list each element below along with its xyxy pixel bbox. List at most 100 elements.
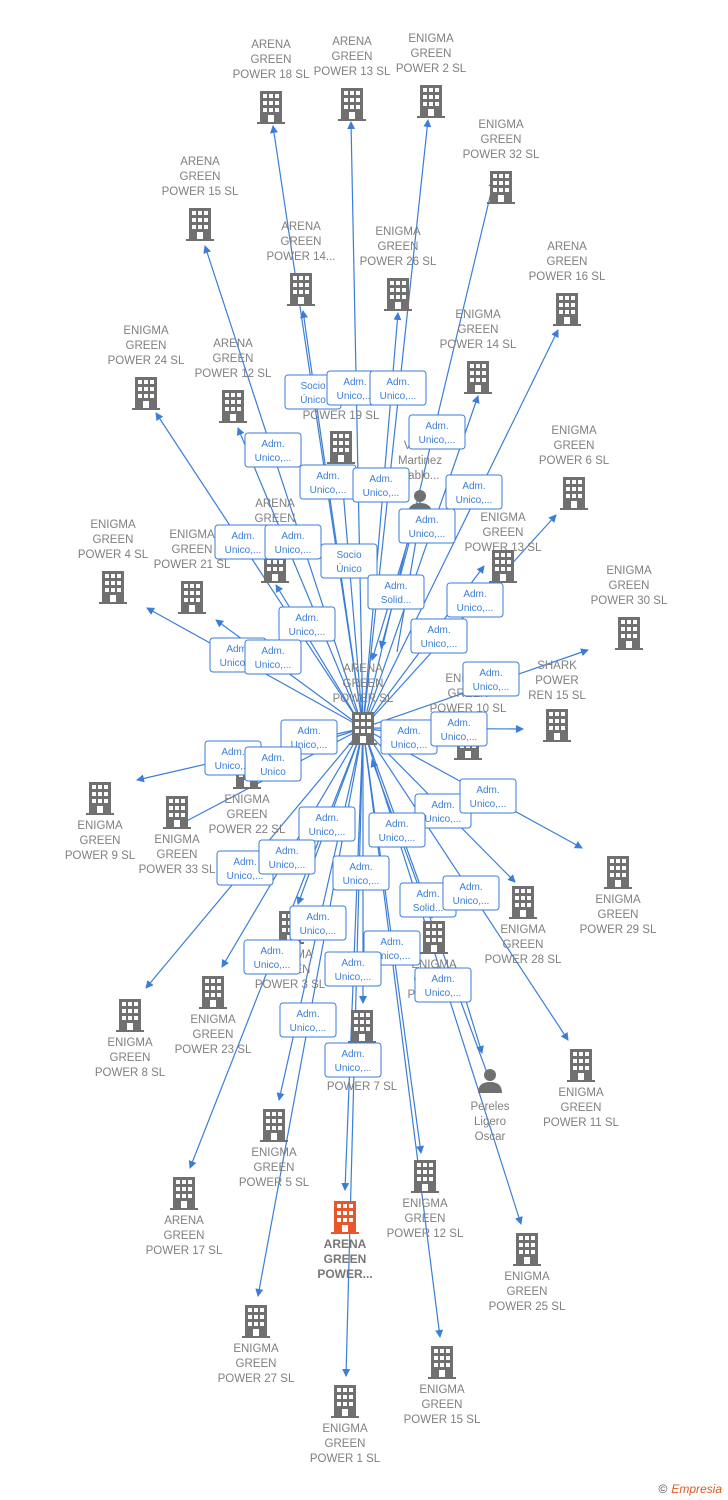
node-label-line: ENIGMA: [190, 1014, 236, 1026]
edge-role-label[interactable]: Adm.Unico,...: [430, 711, 488, 747]
building-icon: [199, 976, 227, 1009]
edge-role-label[interactable]: Adm.Unico,...: [214, 524, 272, 560]
edge-role-text: Unico,...: [421, 639, 458, 650]
node-label-line: POWER 12 SL: [195, 368, 272, 380]
building-icon: [464, 361, 492, 394]
edge-role-label[interactable]: Adm.Unico: [244, 746, 302, 782]
edge-role-label[interactable]: Adm.Unico,...: [445, 474, 503, 510]
edge-role-label[interactable]: Adm.Unico,...: [279, 1002, 337, 1038]
edge-role-label[interactable]: Adm.Unico,...: [299, 464, 357, 500]
edge-role-label[interactable]: Adm.Unico,...: [380, 719, 438, 755]
edge-role-label[interactable]: Adm.Unico,...: [258, 839, 316, 875]
node-label-line: REN 15 SL: [528, 690, 586, 702]
edge-role-label[interactable]: Adm.Unico,...: [369, 370, 427, 406]
node-label-line: POWER 14...: [266, 251, 335, 263]
edge-role-label[interactable]: Adm.Unico,...: [462, 661, 520, 697]
edge-role-label[interactable]: Adm.Unico,...: [408, 414, 466, 450]
edge-line: [337, 465, 364, 729]
node-label-line: ENIGMA: [480, 512, 526, 524]
edge-role-label[interactable]: Adm.Unico,...: [298, 806, 356, 842]
edge-role-label[interactable]: Adm.Unico,...: [414, 967, 472, 1003]
edge-role-label[interactable]: Adm.Unico,...: [352, 467, 410, 503]
node-label-line: ENIGMA: [107, 1037, 153, 1049]
edge-role-label[interactable]: Adm.Solid...: [367, 574, 425, 610]
edge-role-label[interactable]: Adm.Unico,...: [264, 524, 322, 560]
edge-role-text: Adm.: [261, 439, 284, 450]
edge-role-label[interactable]: Adm.Unico,...: [368, 812, 426, 848]
edge-role-text: Único: [336, 562, 362, 575]
company-node[interactable]: POWER 19 SL: [303, 410, 380, 464]
edge-role-label[interactable]: Adm. Unico,...: [244, 432, 302, 468]
edge-role-text: Unico,...: [255, 453, 292, 464]
node-label-line: POWER 22 SL: [209, 824, 286, 836]
edge-role-label[interactable]: Adm.Unico,...: [243, 939, 301, 975]
building-icon: [509, 886, 537, 919]
edge-role-label[interactable]: Adm.Unico,...: [410, 618, 468, 654]
node-label-line: POWER 1 SL: [310, 1453, 381, 1465]
edge-role-label[interactable]: Adm.Unico,...: [244, 639, 302, 675]
edge-role-text: Adm.: [221, 747, 244, 758]
edge-role-label[interactable]: Adm.Unico,...: [332, 855, 390, 891]
edge-role-text: Solid...: [381, 595, 412, 606]
node-label-line: GREEN: [378, 241, 419, 253]
node-label-line: ENIGMA: [606, 565, 652, 577]
edge-role-label[interactable]: Adm.Solid...: [399, 882, 457, 918]
edge-role-label[interactable]: Adm.Unico,...: [459, 778, 517, 814]
node-label-line: Pereles: [471, 1101, 510, 1113]
node-label-line: POWER 27 SL: [218, 1373, 295, 1385]
edge-role-label[interactable]: Adm.Unico,...: [280, 719, 338, 755]
edge-role-text: Unico,...: [425, 814, 462, 825]
node-label-line: POWER 21 SL: [154, 559, 231, 571]
company-node[interactable]: ARENAGREENPOWER...: [317, 1201, 373, 1281]
edge-role-label[interactable]: Adm.Unico,...: [278, 606, 336, 642]
edge-role-label[interactable]: Adm.Unico,...: [446, 582, 504, 618]
person-icon: [478, 1069, 502, 1093]
edge-role-label[interactable]: Adm.Unico,...: [398, 508, 456, 544]
edge-role-text: Adm.: [447, 718, 470, 729]
edge-role-label[interactable]: Adm.Unico,...: [324, 951, 382, 987]
edge-role-label[interactable]: Adm.Unico,...: [324, 1042, 382, 1078]
edge-role-label[interactable]: Adm.Unico,...: [289, 905, 347, 941]
company-node[interactable]: POWER 7 SL: [327, 1010, 398, 1093]
node-label-line: GREEN: [157, 849, 198, 861]
node-label-line: GREEN: [422, 1399, 463, 1411]
node-label-line: POWER...: [317, 1267, 372, 1281]
edge-role-label[interactable]: Adm.Unico,...: [442, 875, 500, 911]
node-label-line: GREEN: [251, 54, 292, 66]
